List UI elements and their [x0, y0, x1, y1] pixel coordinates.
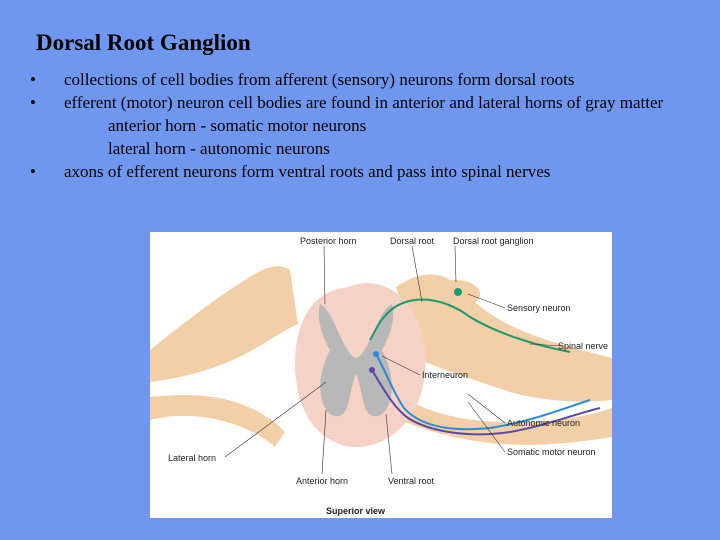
interneuron-body: [373, 351, 379, 357]
interneuron-path: [375, 353, 591, 431]
label-interneuron: Interneuron: [422, 370, 468, 380]
spinal-cord-diagram: Posterior horn Dorsal root Dorsal root g…: [150, 232, 612, 518]
bullet-glyph: •: [30, 93, 36, 112]
leader-lines: [224, 245, 563, 475]
label-dorsal-root: Dorsal root: [390, 236, 435, 246]
bullet-item: • axons of efferent neurons form ventral…: [30, 160, 700, 183]
bullet-text: collections of cell bodies from afferent…: [64, 70, 575, 89]
bullet-item: • collections of cell bodies from affere…: [30, 68, 700, 91]
figure-caption: Superior view: [326, 506, 386, 516]
bullet-item: • efferent (motor) neuron cell bodies ar…: [30, 91, 700, 114]
bullet-text: efferent (motor) neuron cell bodies are …: [64, 93, 664, 112]
label-lateral-horn: Lateral horn: [168, 453, 216, 463]
right-spinal-nerve: [396, 274, 612, 402]
label-sensory-neuron: Sensory neuron: [507, 303, 571, 313]
right-ventral-root: [405, 402, 612, 445]
sub-item: anterior horn - somatic motor neurons: [108, 116, 367, 135]
autonomic-neuron-body: [369, 367, 375, 373]
bullet-list: • collections of cell bodies from affere…: [30, 68, 700, 183]
label-autonomic-neuron: Autonomic neuron: [507, 418, 580, 428]
bullet-text: axons of efferent neurons form ventral r…: [64, 162, 551, 181]
sensory-neuron-path: [369, 298, 571, 353]
sensory-neuron-body: [454, 288, 462, 296]
label-spinal-nerve: Spinal nerve: [558, 341, 608, 351]
label-anterior-horn: Anterior horn: [296, 476, 348, 486]
left-spinal-nerve: [150, 266, 298, 382]
left-ventral-root: [150, 395, 285, 447]
spinal-cord-illustration: Posterior horn Dorsal root Dorsal root g…: [150, 236, 612, 516]
bullet-glyph: •: [30, 70, 36, 89]
label-somatic-motor-neuron: Somatic motor neuron: [507, 447, 596, 457]
sub-item: lateral horn - autonomic neurons: [108, 139, 330, 158]
label-ventral-root: Ventral root: [388, 476, 435, 486]
autonomic-neuron-path: [371, 369, 601, 436]
label-dorsal-root-ganglion: Dorsal root ganglion: [453, 236, 534, 246]
label-posterior-horn: Posterior horn: [300, 236, 357, 246]
slide-title: Dorsal Root Ganglion: [36, 30, 251, 55]
bullet-glyph: •: [30, 162, 36, 181]
